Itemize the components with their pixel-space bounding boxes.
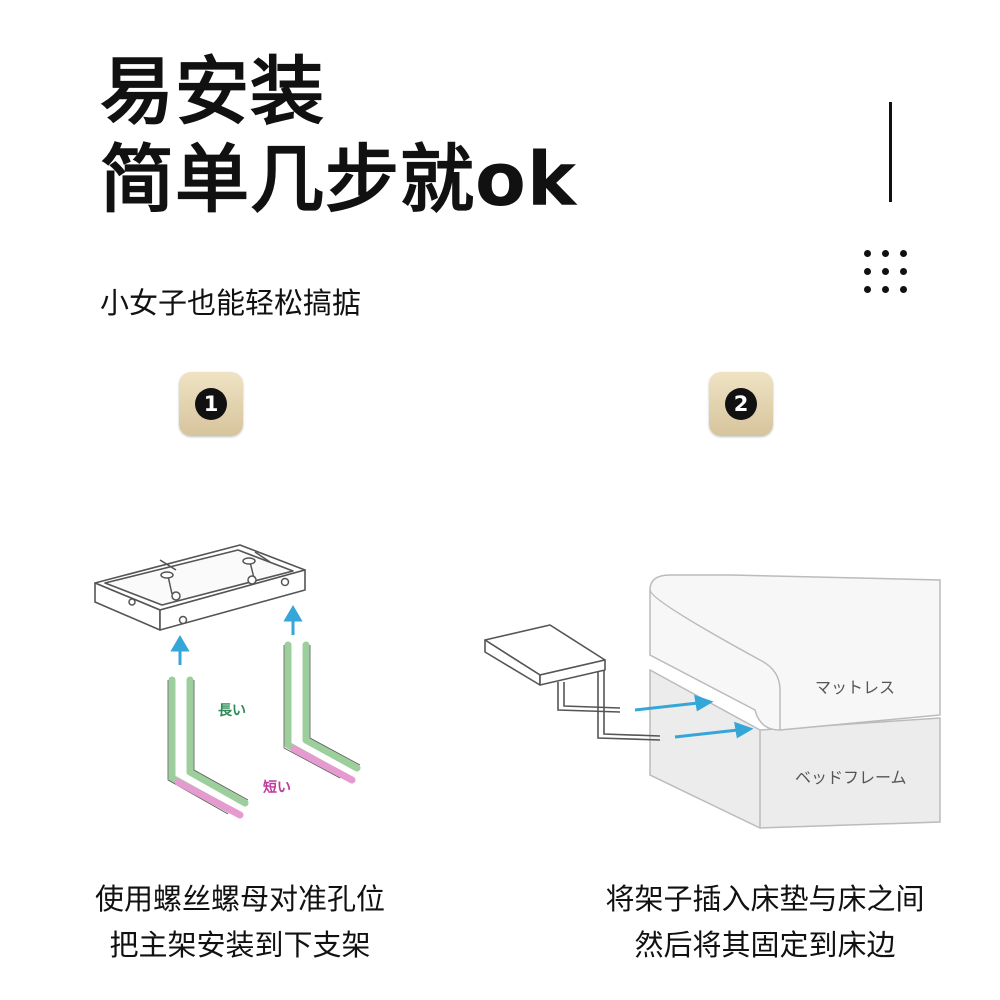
step-2-badge: 2 xyxy=(709,372,773,436)
bed-frame-label: ベッドフレーム xyxy=(795,768,907,787)
short-bracket-drawing xyxy=(174,745,356,819)
long-label: 長い xyxy=(218,703,246,719)
tray-drawing xyxy=(484,624,606,686)
mattress-label: マットレス xyxy=(815,678,895,697)
step-2-caption-line-2: 然后将其固定到床边 xyxy=(634,928,896,962)
step-2-caption-line-1: 将架子插入床垫与床之间 xyxy=(605,882,925,916)
bed-frame-drawing xyxy=(649,668,941,829)
step-1-number: 1 xyxy=(195,388,227,420)
step-1-caption: 使用螺丝螺母对准孔位 把主架安装到下支架 xyxy=(30,876,450,968)
long-bracket-outline xyxy=(167,645,361,815)
up-arrow-icon xyxy=(170,605,303,665)
step-1-badge: 1 xyxy=(179,372,243,436)
title-line-1: 易安装 xyxy=(100,49,325,135)
screw-drawing xyxy=(128,557,290,625)
vertical-divider xyxy=(889,102,892,202)
step-2-illustration: マットレス ベッドフレーム xyxy=(484,574,941,829)
title-line-2: 简单几步就ok xyxy=(100,137,578,223)
grid-dots-icon xyxy=(864,250,908,294)
subtitle: 小女子也能轻松搞掂 xyxy=(100,286,362,320)
tray-drawing xyxy=(94,544,306,631)
bracket-drawing xyxy=(557,670,661,741)
step-2-caption: 将架子插入床垫与床之间 然后将其固定到床边 xyxy=(555,876,975,968)
mattress-drawing xyxy=(649,574,941,731)
step-1-illustration: 長い 短い xyxy=(94,544,361,819)
step-1-caption-line-2: 把主架安装到下支架 xyxy=(109,928,371,962)
right-arrow-icon xyxy=(634,694,754,739)
step-1-caption-line-1: 使用螺丝螺母对准孔位 xyxy=(94,882,385,916)
step-2-number: 2 xyxy=(725,388,757,420)
short-label: 短い xyxy=(263,779,291,796)
